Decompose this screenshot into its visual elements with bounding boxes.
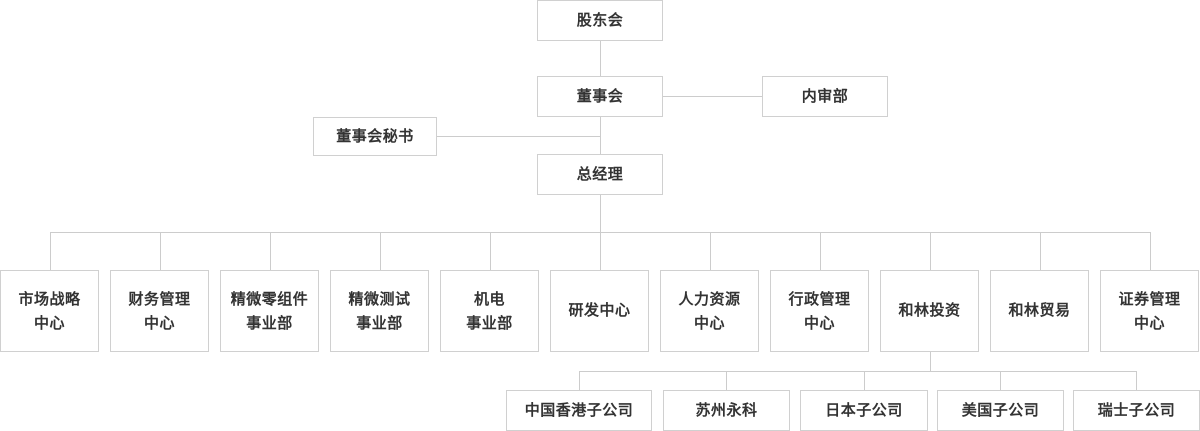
node-sub-japan[interactable]: 日本子公司 bbox=[800, 390, 928, 431]
connector-drop-dept-hr bbox=[710, 232, 711, 270]
connector-helin-investment-drop bbox=[930, 352, 931, 371]
connector-gm-drop bbox=[600, 195, 601, 232]
node-dept-securities[interactable]: 证券管理 中心 bbox=[1100, 270, 1199, 352]
connector-drop-dept-finance bbox=[160, 232, 161, 270]
node-dept-helin-trade[interactable]: 和林贸易 bbox=[990, 270, 1089, 352]
connector-drop-dept-rd bbox=[600, 232, 601, 270]
connector-drop-dept-micro-components bbox=[270, 232, 271, 270]
connector-drop-dept-market-strategy bbox=[50, 232, 51, 270]
node-shareholders[interactable]: 股东会 bbox=[537, 0, 663, 41]
node-dept-electromechanical[interactable]: 机电 事业部 bbox=[440, 270, 539, 352]
node-sub-usa[interactable]: 美国子公司 bbox=[937, 390, 1064, 431]
connector-drop-sub-hongkong bbox=[579, 371, 580, 390]
connector-drop-sub-usa bbox=[1000, 371, 1001, 390]
node-general-manager[interactable]: 总经理 bbox=[537, 154, 663, 195]
node-dept-helin-investment[interactable]: 和林投资 bbox=[880, 270, 979, 352]
connector-subsidiary-bus bbox=[579, 371, 1137, 372]
connector-drop-dept-administration bbox=[820, 232, 821, 270]
node-dept-micro-components[interactable]: 精微零组件 事业部 bbox=[220, 270, 319, 352]
connector-drop-dept-helin-trade bbox=[1040, 232, 1041, 270]
node-sub-switzerland[interactable]: 瑞士子公司 bbox=[1073, 390, 1200, 431]
node-sub-hongkong[interactable]: 中国香港子公司 bbox=[506, 390, 652, 431]
connector-drop-dept-securities bbox=[1150, 232, 1151, 270]
connector-drop-sub-switzerland bbox=[1136, 371, 1137, 390]
connector-drop-dept-micro-testing bbox=[380, 232, 381, 270]
connector-secretary-to-trunk bbox=[437, 136, 600, 137]
connector-board-to-general-manager bbox=[600, 117, 601, 154]
connector-drop-sub-japan bbox=[864, 371, 865, 390]
connector-board-to-internal-audit bbox=[663, 96, 762, 97]
node-dept-market-strategy[interactable]: 市场战略 中心 bbox=[0, 270, 99, 352]
node-dept-hr[interactable]: 人力资源 中心 bbox=[660, 270, 759, 352]
node-dept-micro-testing[interactable]: 精微测试 事业部 bbox=[330, 270, 429, 352]
connector-shareholders-to-board bbox=[600, 41, 601, 76]
node-board[interactable]: 董事会 bbox=[537, 76, 663, 117]
node-dept-finance[interactable]: 财务管理 中心 bbox=[110, 270, 209, 352]
node-dept-administration[interactable]: 行政管理 中心 bbox=[770, 270, 869, 352]
connector-drop-sub-suzhou-yongke bbox=[726, 371, 727, 390]
node-board-secretary[interactable]: 董事会秘书 bbox=[313, 117, 437, 156]
connector-drop-dept-helin-investment bbox=[930, 232, 931, 270]
node-dept-rd[interactable]: 研发中心 bbox=[550, 270, 649, 352]
connector-drop-dept-electromechanical bbox=[490, 232, 491, 270]
node-sub-suzhou-yongke[interactable]: 苏州永科 bbox=[663, 390, 790, 431]
node-internal-audit[interactable]: 内审部 bbox=[762, 76, 888, 117]
